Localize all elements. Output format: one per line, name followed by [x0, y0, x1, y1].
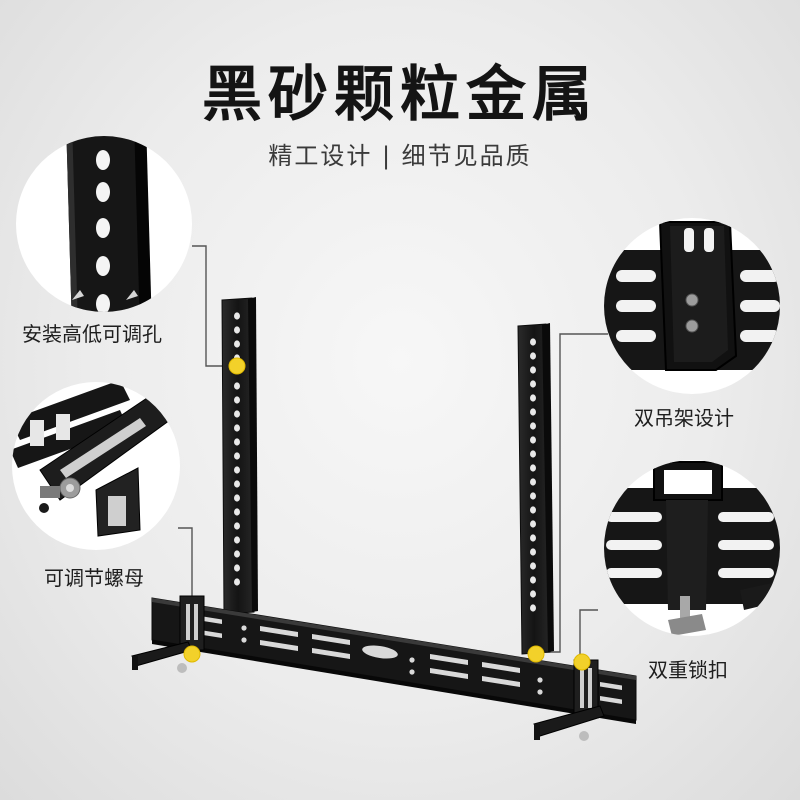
- bracket-assembly: [131, 297, 637, 741]
- detail-circle-nut: [12, 382, 180, 550]
- left-upright: [221, 297, 258, 615]
- horizontal-bar: [151, 597, 637, 724]
- page-subtitle: 精工设计 | 细节见品质: [268, 142, 532, 170]
- callout-label-nut: 可调节螺母: [44, 566, 144, 590]
- right-support-arm: [533, 705, 605, 741]
- feature-markers: [183, 357, 591, 671]
- marker-adjust-holes: [228, 357, 246, 375]
- left-support-arm: [131, 641, 193, 673]
- callout-label-lock: 双重锁扣: [648, 658, 728, 682]
- right-upright: [517, 323, 554, 655]
- detail-circle-hanger: [604, 218, 780, 394]
- marker-nut: [183, 645, 201, 663]
- marker-lock: [573, 653, 591, 671]
- left-clamp: [179, 595, 205, 651]
- detail-circle-adjust-holes: [16, 136, 192, 312]
- callout-label-adjust-holes: 安装高低可调孔: [22, 322, 162, 346]
- detail-circle-lock: [604, 460, 780, 636]
- page-title: 黑砂颗粒金属: [202, 60, 598, 130]
- marker-hanger: [527, 645, 545, 663]
- callout-label-hanger: 双吊架设计: [634, 406, 734, 430]
